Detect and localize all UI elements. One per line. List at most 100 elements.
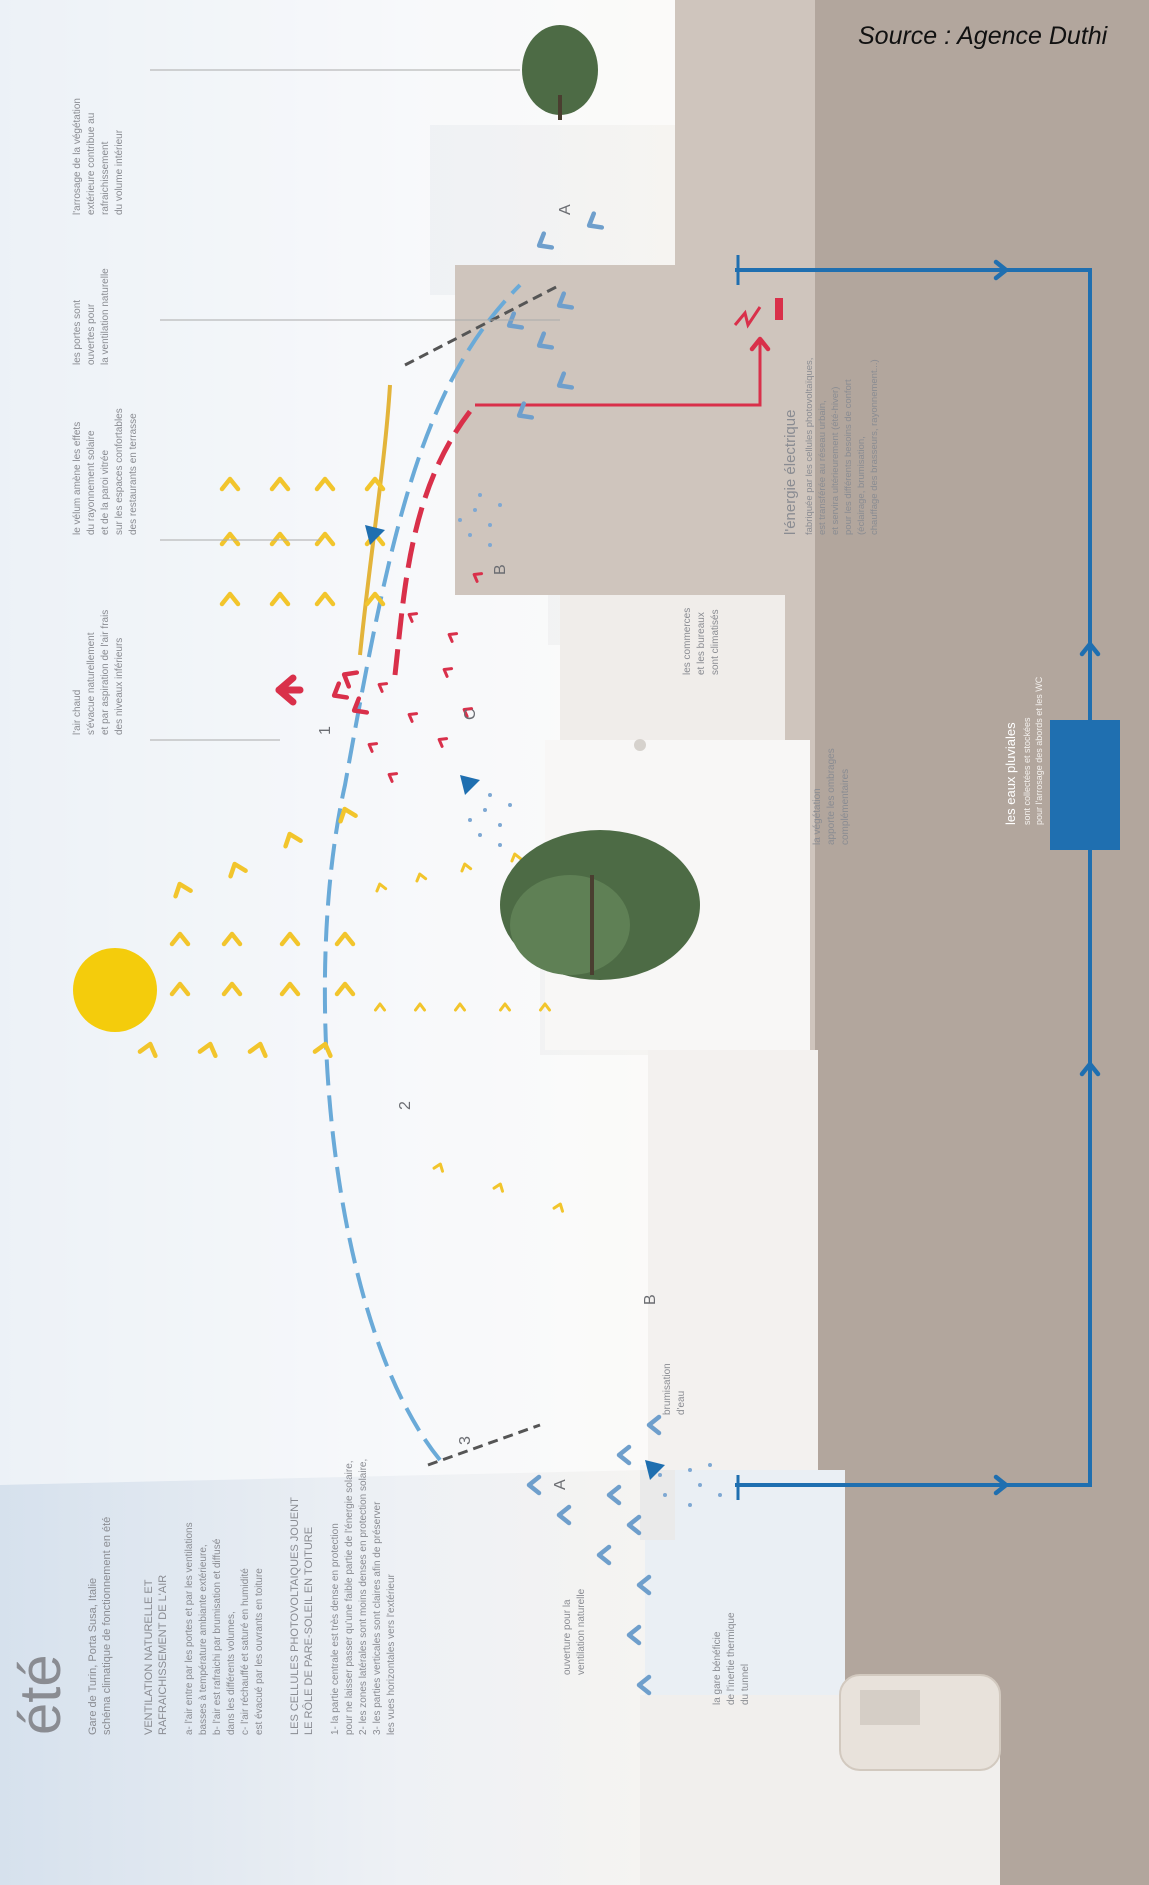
svg-text:pour les différents besoins de: pour les différents besoins de confort xyxy=(843,379,854,535)
text-line: dans les différents volumes, xyxy=(226,1611,237,1735)
svg-text:les portes sont: les portes sont xyxy=(72,300,83,365)
text-line: a- l'air entre par les portes et par les… xyxy=(184,1522,195,1735)
rainwater-loop xyxy=(735,268,1092,1487)
svg-text:les commerces: les commerces xyxy=(682,608,693,675)
marker-c: C xyxy=(462,708,479,720)
marker-3: 3 xyxy=(457,1436,474,1445)
glass-roof xyxy=(322,283,522,1462)
svg-text:la gare bénéficie: la gare bénéficie xyxy=(712,1631,723,1705)
interior-tree xyxy=(500,830,700,980)
sun-icon xyxy=(73,948,157,1032)
text-line: est évacué par les ouvrants en toiture xyxy=(254,1568,265,1735)
svg-text:l'air chaud: l'air chaud xyxy=(72,690,83,735)
svg-text:du volume intérieur: du volume intérieur xyxy=(114,129,125,215)
svg-text:ouvertes pour: ouvertes pour xyxy=(86,303,97,365)
svg-text:brumisation: brumisation xyxy=(662,1363,673,1415)
svg-text:pour l'arrosage des abords et: pour l'arrosage des abords et les WC xyxy=(1034,676,1044,825)
misting-nozzles xyxy=(365,525,665,1480)
svg-text:la ventilation naturelle: la ventilation naturelle xyxy=(100,268,111,365)
heading: RAFRAICHISSEMENT DE L'AIR xyxy=(157,1575,169,1735)
title: été xyxy=(8,1654,73,1735)
offices-block xyxy=(455,310,805,595)
train-icon xyxy=(839,1674,1001,1771)
svg-text:et de la paroi vitrée: et de la paroi vitrée xyxy=(100,450,111,535)
svg-text:(éclairage, brumisation,: (éclairage, brumisation, xyxy=(856,436,867,535)
facade-right xyxy=(404,283,561,367)
subtitle-line: Gare de Turin, Porta Susa, Italie xyxy=(87,1578,99,1735)
source-credit: Source : Agence Duthi xyxy=(858,22,1108,50)
svg-text:des niveaux inférieurs: des niveaux inférieurs xyxy=(114,638,125,735)
tunnel-annotation: la gare bénéficie de l'inertie thermique… xyxy=(712,1612,751,1705)
heading: LE RÔLE DE PARE-SOLEIL EN TOITURE xyxy=(302,1527,315,1735)
electric-line xyxy=(475,340,762,407)
ground-strata xyxy=(815,0,1149,1885)
marker-a-left: A xyxy=(552,1479,569,1490)
velum xyxy=(358,384,392,656)
misting-annotation: brumisation d'eau xyxy=(662,1363,687,1415)
marker-b-right: B xyxy=(492,564,509,575)
svg-text:de l'inertie thermique: de l'inertie thermique xyxy=(726,1612,737,1705)
heading: VENTILATION NATURELLE ET xyxy=(143,1579,155,1735)
vegetation-outside-annotation: l'arrosage de la végétation extérieure c… xyxy=(72,69,520,215)
svg-text:apporte les ombrages: apporte les ombrages xyxy=(826,748,837,845)
svg-text:et les bureaux: et les bureaux xyxy=(696,612,707,675)
svg-text:est transférée au réseau urbai: est transférée au réseau urbain, xyxy=(817,400,828,535)
svg-text:extérieure contribue au: extérieure contribue au xyxy=(86,113,97,215)
subtitle-line: schéma climatique de fonctionnement en é… xyxy=(101,1517,113,1735)
hot-air-annotation: l'air chaud s'évacue naturellement et pa… xyxy=(72,610,280,741)
svg-text:la végétation: la végétation xyxy=(812,788,823,845)
vegetation-inside-annotation: la végétation apporte les ombrages compl… xyxy=(812,748,851,845)
marker-1: 1 xyxy=(317,726,334,735)
svg-text:rafraichissement: rafraichissement xyxy=(100,141,111,215)
text-line: 3- les parties verticales sont claires a… xyxy=(372,1501,383,1735)
svg-text:d'eau: d'eau xyxy=(676,1391,687,1415)
svg-text:sont collectées et stockées: sont collectées et stockées xyxy=(1022,717,1032,825)
text-line: 1- la partie centrale est très dense en … xyxy=(330,1523,341,1735)
svg-text:du tunnel: du tunnel xyxy=(740,1664,751,1705)
velum-annotation: le vélum amène les effets du rayonnement… xyxy=(72,408,320,541)
svg-text:du rayonnement solaire: du rayonnement solaire xyxy=(86,430,97,535)
shops-annotation: les commerces et les bureaux sont climat… xyxy=(682,608,721,675)
svg-text:fabriquée par les cellules pho: fabriquée par les cellules photovoltaïqu… xyxy=(804,358,815,535)
rain-annotation: les eaux pluviales sont collectées et st… xyxy=(1003,676,1044,825)
marker-b-left: B xyxy=(642,1294,659,1305)
opening-annotation: ouverture pour la ventilation naturelle xyxy=(562,1588,587,1675)
entrance-lobby xyxy=(645,1470,845,1695)
person-icon xyxy=(634,739,646,751)
text-line: les vues horizontales vers l'extérieur xyxy=(386,1573,397,1735)
svg-text:ventilation naturelle: ventilation naturelle xyxy=(576,1588,587,1675)
text-line: c- l'air réchauffé et saturé en humidité xyxy=(240,1568,251,1735)
svg-text:et servira ultérieurement (été: et servira ultérieurement (été-hiver) xyxy=(830,387,841,535)
svg-text:sur les espaces confortables: sur les espaces confortables xyxy=(114,408,125,535)
shops-block xyxy=(560,595,785,740)
svg-text:complémentaires: complémentaires xyxy=(840,769,851,845)
text-line: b- l'air est rafraichi par brumisation e… xyxy=(212,1538,223,1735)
minus-sign xyxy=(775,298,783,320)
exterior-tree xyxy=(522,25,598,120)
energy-annotation: l'énergie électrique fabriquée par les c… xyxy=(782,358,880,535)
svg-text:et par aspiration de l'air fra: et par aspiration de l'air frais xyxy=(100,610,111,735)
lower-wall-left xyxy=(640,1465,675,1540)
svg-text:s'évacue naturellement: s'évacue naturellement xyxy=(86,632,97,735)
doors-annotation: les portes sont ouvertes pour la ventila… xyxy=(72,268,560,365)
facade-left xyxy=(427,1423,541,1467)
lower-hall xyxy=(648,1050,818,1470)
text-line: pour ne laisser passer qu'une faible par… xyxy=(344,1460,355,1735)
text-line: basses à température ambiante extérieure… xyxy=(198,1544,209,1735)
marker-2: 2 xyxy=(397,1101,414,1110)
svg-text:des restaurants en terrasse: des restaurants en terrasse xyxy=(128,413,139,535)
markers: A A B B C 1 2 3 xyxy=(317,204,659,1490)
svg-text:l'arrosage de la végétation: l'arrosage de la végétation xyxy=(72,98,83,215)
rainwater-tank xyxy=(1050,720,1120,850)
svg-text:sont climatisés: sont climatisés xyxy=(710,609,721,675)
svg-text:les eaux pluviales: les eaux pluviales xyxy=(1003,722,1018,825)
mist-dots xyxy=(458,493,722,1507)
marker-a-right: A xyxy=(557,204,574,215)
svg-text:le vélum amène les effets: le vélum amène les effets xyxy=(72,422,83,535)
svg-text:l'énergie électrique: l'énergie électrique xyxy=(782,410,799,535)
heading: LES CELLULES PHOTOVOLTAIQUES JOUENT xyxy=(289,1497,301,1735)
svg-text:ouverture pour la: ouverture pour la xyxy=(562,1599,573,1675)
